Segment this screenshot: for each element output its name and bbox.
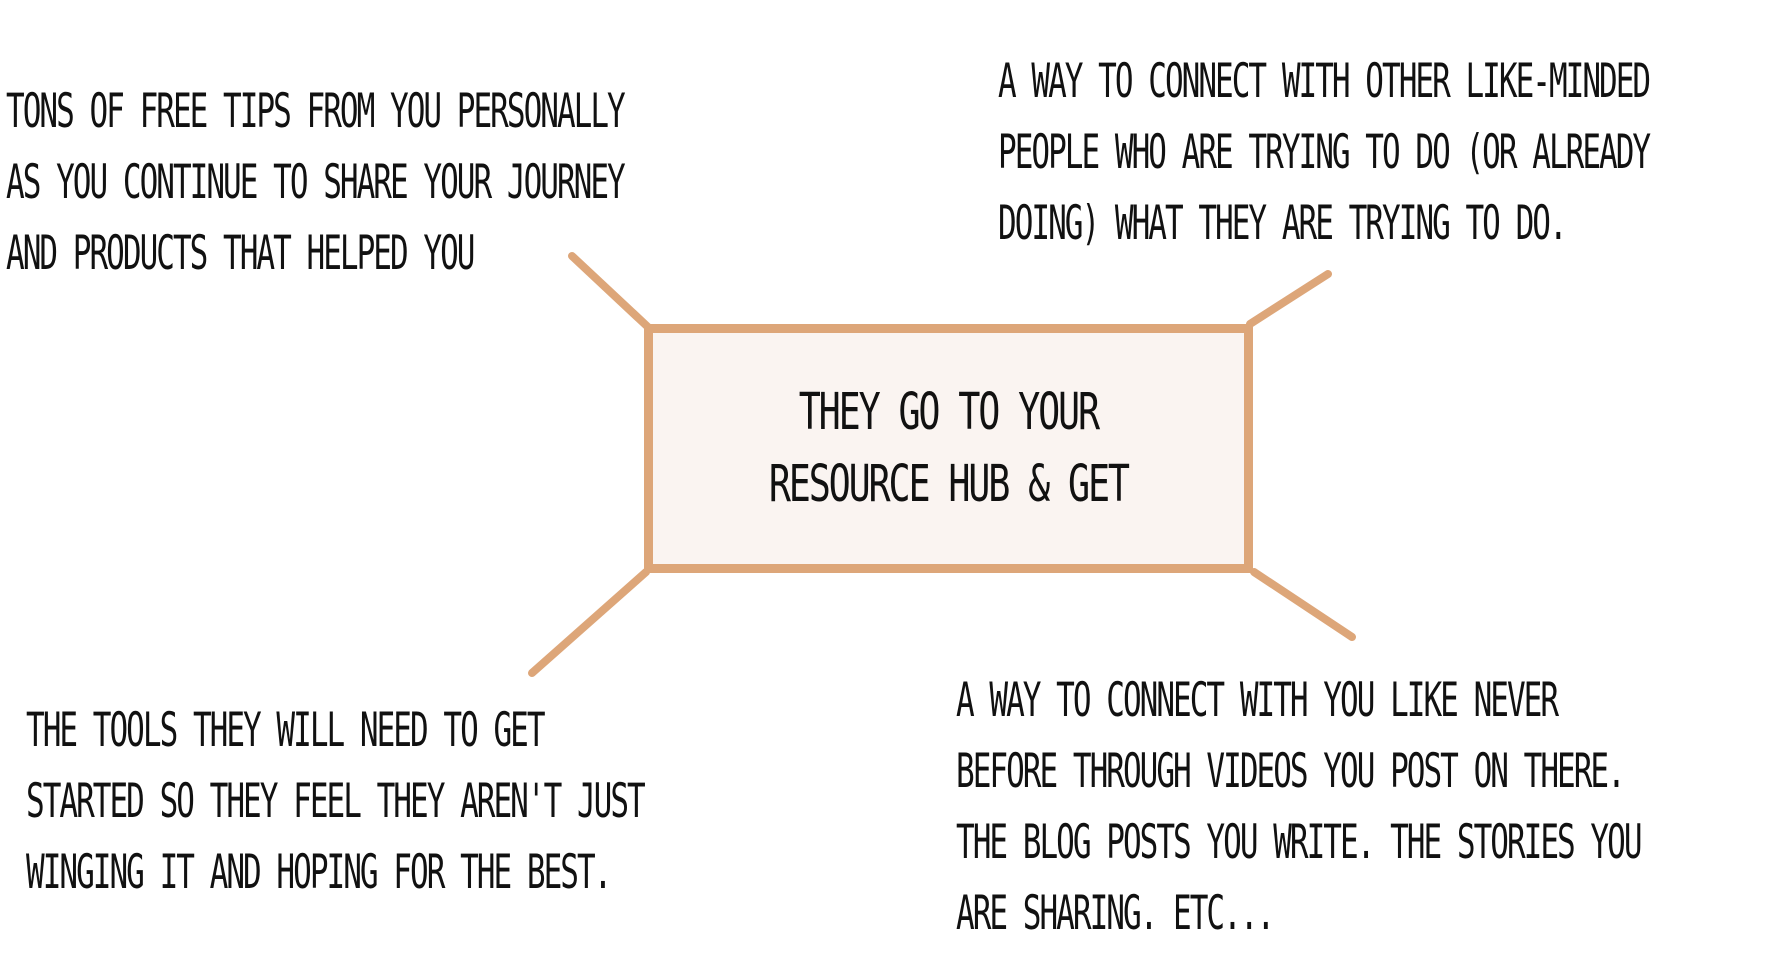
note-line: as you continue to share your journey: [6, 155, 626, 210]
note-line: A way to connect with other like-minded: [998, 54, 1651, 109]
note-bottom-left: The tools they will need to get started …: [26, 695, 646, 908]
note-bottom-right: A way to connect with you like never bef…: [956, 665, 1643, 949]
note-line: people who are trying to do (or already: [998, 125, 1651, 180]
note-top-left: Tons of free tips from you personally as…: [6, 76, 626, 289]
connector-bottom-right: [1250, 568, 1356, 641]
note-line: The tools they will need to get: [26, 703, 546, 758]
note-line: the blog posts you write. the stories yo…: [956, 815, 1643, 870]
note-line: started so they feel they aren't just: [26, 774, 646, 829]
note-line: Tons of free tips from you personally: [6, 84, 626, 139]
note-line: winging it and hoping for the best.: [26, 845, 612, 900]
connector-top-left: [568, 252, 653, 332]
center-node-text: They go to your resource hub & get: [768, 377, 1130, 521]
connector-bottom-left: [528, 568, 650, 677]
center-node: They go to your resource hub & get: [644, 324, 1253, 573]
note-top-right: A way to connect with other like-minded …: [998, 46, 1651, 259]
center-line: They go to your: [798, 382, 1100, 442]
note-line: and products that helped you: [6, 226, 475, 281]
center-line: resource hub & get: [768, 454, 1130, 514]
note-line: are sharing. etc...: [956, 886, 1275, 941]
note-line: A way to connect with you like never: [956, 673, 1559, 728]
connector-top-right: [1246, 270, 1332, 328]
note-line: before through videos you post on there.: [956, 744, 1626, 799]
note-line: doing) what they are trying to do.: [998, 196, 1568, 251]
